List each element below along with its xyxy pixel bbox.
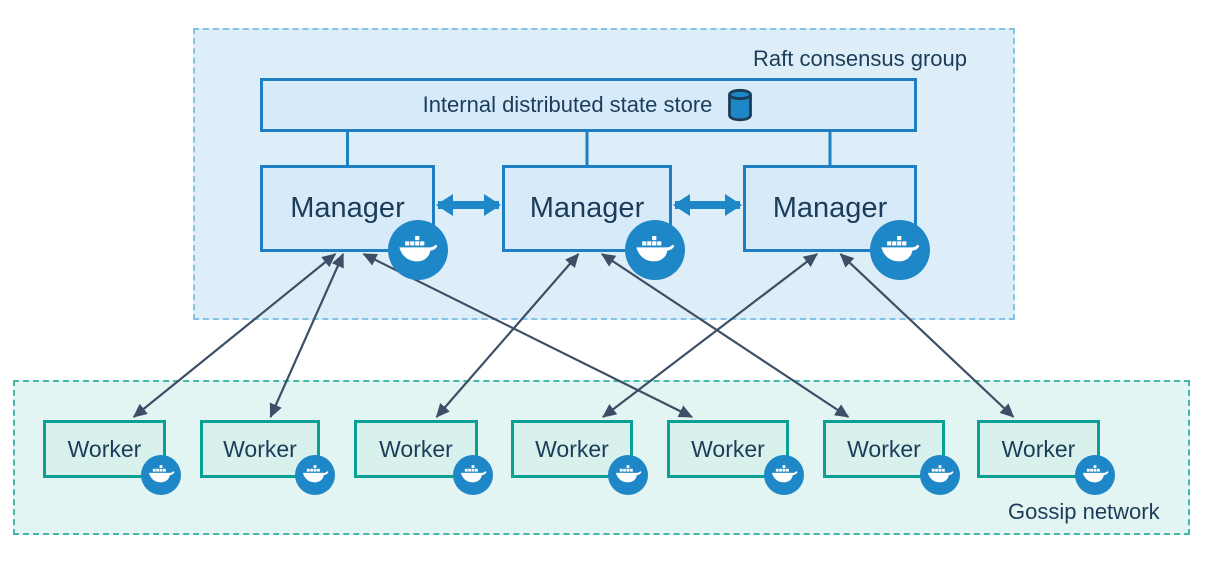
worker-label: Worker xyxy=(223,435,297,462)
worker-label: Worker xyxy=(535,435,609,462)
docker-whale-icon xyxy=(453,455,493,495)
worker-label: Worker xyxy=(1001,435,1076,462)
worker-label: Worker xyxy=(691,435,765,462)
manager-label: Manager xyxy=(772,192,888,224)
docker-whale-icon xyxy=(608,455,648,495)
docker-whale-icon xyxy=(295,455,335,495)
state-store-box: Internal distributed state store xyxy=(260,78,917,132)
gossip-network-label: Gossip network xyxy=(1008,499,1160,524)
database-cylinder-icon xyxy=(728,88,753,122)
worker-label: Worker xyxy=(67,435,142,462)
state-store-label: Internal distributed state store xyxy=(422,92,713,117)
manager-node-3: Manager xyxy=(743,165,930,280)
worker-label: Worker xyxy=(847,435,921,462)
manager-label: Manager xyxy=(529,192,645,224)
worker-node-3: Worker xyxy=(354,420,493,495)
raft-group-label: Raft consensus group xyxy=(753,46,968,71)
worker-node-4: Worker xyxy=(511,420,648,495)
worker-node-6: Worker xyxy=(823,420,960,495)
docker-whale-icon xyxy=(625,220,685,280)
docker-whale-icon xyxy=(764,455,804,495)
worker-node-2: Worker xyxy=(200,420,335,495)
docker-whale-icon xyxy=(920,455,960,495)
worker-label: Worker xyxy=(379,435,453,462)
manager-node-1: Manager xyxy=(260,165,448,280)
worker-node-5: Worker xyxy=(667,420,804,495)
worker-node-7: Worker xyxy=(977,420,1115,495)
docker-whale-icon xyxy=(1075,455,1115,495)
manager-node-2: Manager xyxy=(502,165,685,280)
docker-whale-icon xyxy=(141,455,181,495)
worker-node-1: Worker xyxy=(43,420,181,495)
docker-whale-icon xyxy=(388,220,448,280)
manager-label: Manager xyxy=(290,192,405,224)
docker-whale-icon xyxy=(870,220,930,280)
